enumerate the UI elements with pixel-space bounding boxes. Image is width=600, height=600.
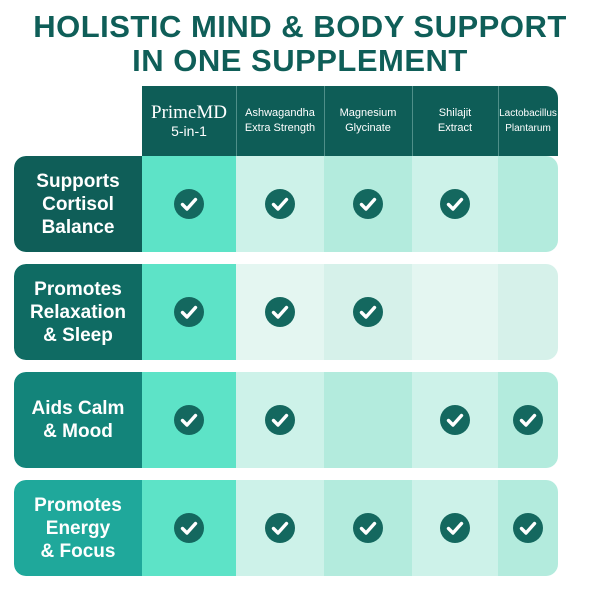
table-cell: [412, 480, 498, 576]
row-label-line: Cortisol: [42, 193, 114, 215]
check-circle-icon: [440, 513, 470, 543]
column-header-line: Extract: [437, 122, 473, 134]
table-cell: [498, 264, 558, 360]
title-line-1: HOLISTIC MIND & BODY SUPPORT: [33, 9, 567, 44]
table-cell: [236, 480, 324, 576]
table-cell: [142, 264, 236, 360]
table-cell: [142, 372, 236, 468]
row-label-line: & Mood: [43, 421, 113, 442]
column-header-line: Lactobacillus: [499, 108, 557, 119]
table-cell: [236, 264, 324, 360]
column-divider: [236, 86, 237, 156]
table-cell: [412, 264, 498, 360]
row-label-line: Promotes: [34, 278, 122, 300]
row-label-line: Aids Calm: [31, 398, 125, 419]
row-label-line: Supports: [36, 170, 120, 192]
row-label: Aids Calm& Mood: [14, 372, 142, 468]
table-cell: [324, 372, 412, 468]
row-label-line: Energy: [45, 517, 111, 539]
check-circle-icon: [265, 297, 295, 327]
check-circle-icon: [265, 189, 295, 219]
table-cell: [412, 372, 498, 468]
column-divider: [498, 86, 499, 156]
check-circle-icon: [174, 405, 204, 435]
table-cell: [324, 156, 412, 252]
table-cell: [142, 156, 236, 252]
brand-name: PrimeMD: [151, 101, 227, 123]
table-cell: [236, 156, 324, 252]
table-cell: [142, 480, 236, 576]
table-cell: [498, 156, 558, 252]
row-label-line: Balance: [41, 216, 115, 238]
check-circle-icon: [440, 189, 470, 219]
column-header-magnesium: Magnesium Glycinate: [324, 86, 412, 156]
check-circle-icon: [353, 189, 383, 219]
row-label-line: Relaxation: [29, 301, 127, 323]
table-cell: [324, 480, 412, 576]
row-label-line: & Focus: [40, 540, 116, 562]
column-header-primemd: PrimeMD 5-in-1: [142, 86, 236, 156]
check-circle-icon: [440, 405, 470, 435]
brand-sub: 5-in-1: [171, 122, 207, 139]
table-row: Aids Calm& Mood: [14, 372, 558, 468]
column-header-line: Plantarum: [505, 123, 551, 134]
column-header-ashwagandha: Ashwagandha Extra Strength: [236, 86, 324, 156]
row-label-line: & Sleep: [43, 324, 113, 346]
check-circle-icon: [353, 513, 383, 543]
title-line-2: IN ONE SUPPLEMENT: [132, 43, 468, 78]
check-circle-icon: [513, 513, 543, 543]
column-header-lactobacillus: Lactobacillus Plantarum: [498, 86, 558, 156]
table-cell: [498, 372, 558, 468]
column-header-line: Shilajit: [438, 107, 472, 119]
check-circle-icon: [174, 513, 204, 543]
check-circle-icon: [353, 297, 383, 327]
column-header-line: Extra Strength: [244, 122, 316, 134]
check-circle-icon: [513, 405, 543, 435]
page-title: HOLISTIC MIND & BODY SUPPORT IN ONE SUPP…: [0, 10, 600, 78]
column-header-shilajit: Shilajit Extract: [412, 86, 498, 156]
check-circle-icon: [265, 513, 295, 543]
table-cell: [412, 156, 498, 252]
header-bar: [142, 86, 558, 156]
table-cell: [324, 264, 412, 360]
table-cell: [498, 480, 558, 576]
column-divider: [412, 86, 413, 156]
column-header-line: Ashwagandha: [245, 107, 315, 119]
row-label-line: Promotes: [34, 494, 122, 516]
column-header-line: Magnesium: [339, 107, 397, 119]
table-cell: [236, 372, 324, 468]
column-divider: [324, 86, 325, 156]
check-circle-icon: [174, 297, 204, 327]
column-header-line: Glycinate: [345, 122, 391, 134]
check-circle-icon: [174, 189, 204, 219]
check-circle-icon: [265, 405, 295, 435]
